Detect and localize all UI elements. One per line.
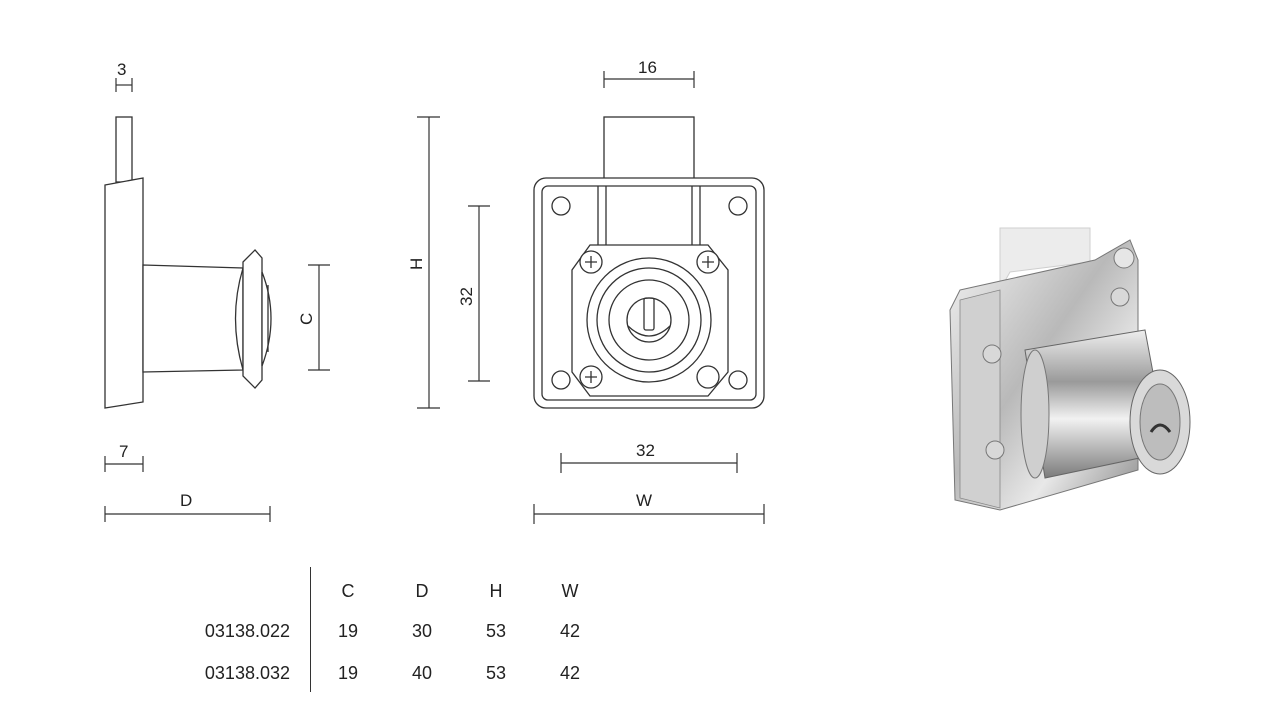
value-h: 53 <box>485 662 507 683</box>
table-row: 03138.032 19 40 53 42 <box>150 652 607 694</box>
front-bolt-label: 16 <box>638 58 657 77</box>
side-thickness-label: 3 <box>117 60 126 79</box>
front-height-label: H <box>407 258 426 270</box>
dim-front-bolt <box>603 71 695 88</box>
column-header-h: H <box>489 580 503 601</box>
column-header-c: C <box>341 580 355 601</box>
value-d: 40 <box>411 662 433 683</box>
front-view <box>533 116 765 409</box>
dim-front-inner-vertical <box>468 205 490 382</box>
product-code: 03138.022 <box>204 620 290 641</box>
column-header-w: W <box>561 580 579 601</box>
value-w: 42 <box>559 620 581 641</box>
technical-drawing: 3 7 D C <box>104 58 1191 524</box>
value-c: 19 <box>337 620 359 641</box>
side-cam-label: C <box>297 313 316 325</box>
table-divider <box>310 567 311 692</box>
value-d: 30 <box>411 620 433 641</box>
value-c: 19 <box>337 662 359 683</box>
side-flange-label: 7 <box>119 442 128 461</box>
dim-side-thickness <box>115 78 133 92</box>
front-inner-vertical-label: 32 <box>457 287 476 306</box>
dim-front-height <box>417 116 440 409</box>
front-inner-horizontal-label: 32 <box>636 441 655 460</box>
dim-side-cam <box>308 264 330 371</box>
front-width-label: W <box>636 491 652 510</box>
side-view <box>104 116 272 409</box>
spec-table: C D H W 03138.022 19 30 53 42 03138.032 … <box>150 572 607 694</box>
product-photo <box>949 227 1191 511</box>
dim-front-width <box>533 504 765 524</box>
value-w: 42 <box>559 662 581 683</box>
dim-side-flange <box>104 456 144 472</box>
table-row: 03138.022 19 30 53 42 <box>150 610 607 652</box>
column-header-d: D <box>415 580 429 601</box>
product-code: 03138.032 <box>204 662 290 683</box>
table-header-row: C D H W <box>150 572 607 610</box>
dim-side-depth <box>104 506 271 522</box>
dim-front-inner-horizontal <box>560 453 738 473</box>
value-h: 53 <box>485 620 507 641</box>
side-depth-label: D <box>180 491 192 510</box>
